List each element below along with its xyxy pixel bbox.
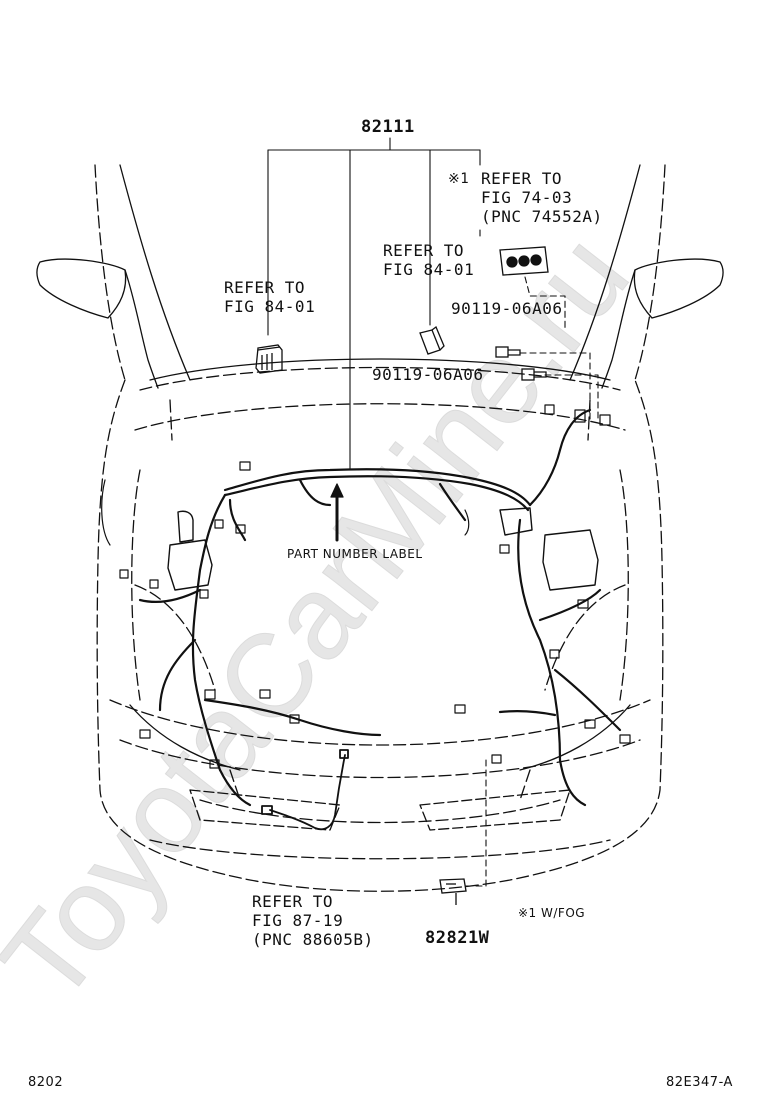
refer-bottom-line2: FIG 87-19 bbox=[252, 911, 344, 930]
refer-bottom-line3: (PNC 88605B) bbox=[252, 930, 374, 949]
bolt-lower-pnc: 90119-06A06 bbox=[372, 365, 484, 384]
windshield-outline bbox=[119, 164, 641, 381]
bolt-lower-part bbox=[521, 368, 547, 381]
right-junction-box bbox=[499, 507, 599, 591]
page-code: 8202 bbox=[28, 1075, 64, 1090]
refer-right-line3: (PNC 74552A) bbox=[481, 207, 603, 226]
vehicle-body-outline bbox=[94, 164, 666, 892]
refer-right-line1: REFER TO bbox=[481, 169, 563, 188]
fog-switch-part bbox=[499, 246, 549, 276]
refer-left-line2: FIG 84-01 bbox=[224, 297, 316, 316]
main-harness bbox=[138, 408, 622, 807]
relay-part-number: 82821W bbox=[425, 928, 490, 948]
center-connector-part bbox=[419, 325, 445, 355]
refer-right-line2: FIG 74-03 bbox=[481, 188, 573, 207]
refer-center-line2: FIG 84-01 bbox=[383, 260, 475, 279]
left-mirror bbox=[36, 258, 159, 389]
fog-note: ※1 W/FOG bbox=[518, 906, 586, 920]
connectors bbox=[101, 404, 631, 769]
bolt-upper-part bbox=[495, 346, 521, 358]
leader-82111 bbox=[267, 137, 481, 471]
refer-center-line1: REFER TO bbox=[383, 241, 465, 260]
refer-right-mark: ※1 bbox=[448, 171, 470, 187]
lower-branch bbox=[261, 749, 349, 831]
left-junction-box bbox=[167, 510, 213, 591]
relay-82821w-part bbox=[439, 878, 467, 905]
front-lamps bbox=[129, 704, 631, 831]
bolt-upper-pnc: 90119-06A06 bbox=[451, 299, 563, 318]
dashed-leaders bbox=[465, 229, 599, 887]
right-mirror bbox=[601, 258, 724, 389]
refer-bottom-line1: REFER TO bbox=[252, 892, 334, 911]
left-relay-part bbox=[255, 344, 283, 374]
refer-left-line1: REFER TO bbox=[224, 278, 306, 297]
label-arrow bbox=[330, 483, 344, 542]
part-number-label-text: PART NUMBER LABEL bbox=[287, 547, 423, 561]
figure-code: 82E347-A bbox=[666, 1075, 733, 1090]
harness-part-number: 82111 bbox=[361, 117, 415, 137]
